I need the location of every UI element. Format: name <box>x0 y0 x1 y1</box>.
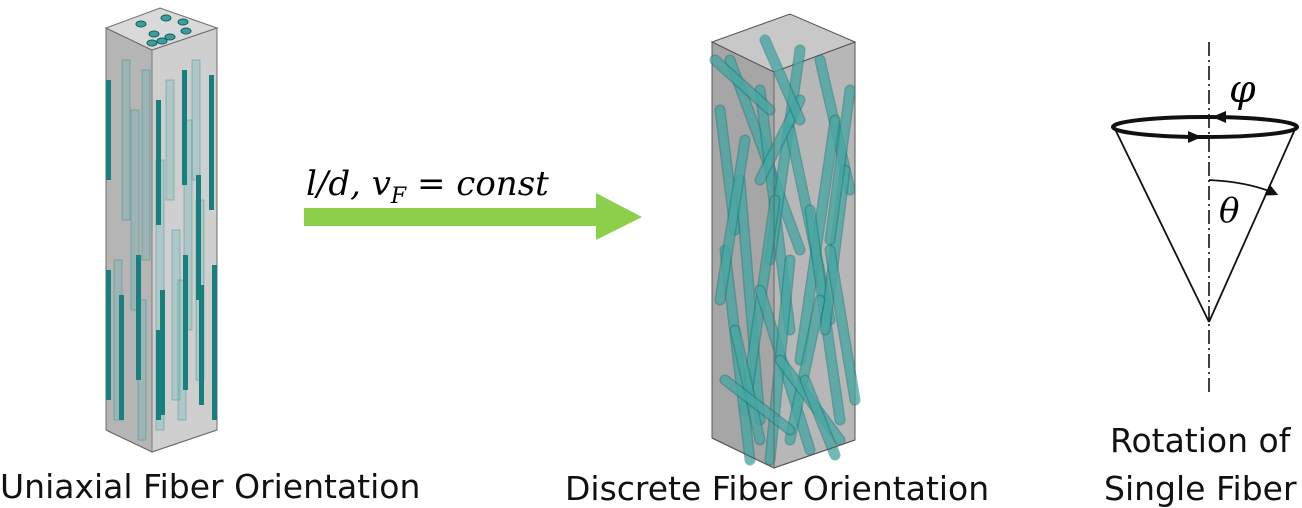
arrow-head <box>596 193 642 240</box>
faint-fiber <box>121 59 131 221</box>
discrete-top-face <box>710 13 857 73</box>
cone-right-edge <box>1208 126 1297 323</box>
uniaxial-fiber-ends <box>135 14 192 47</box>
phi-label: φ <box>1229 67 1256 111</box>
discrete-fiber <box>709 54 776 116</box>
uniaxial-column <box>104 7 219 453</box>
dark-fiber <box>156 100 161 225</box>
theta-arc <box>1208 179 1279 196</box>
discrete-fiber <box>824 244 861 406</box>
dark-fiber <box>136 255 141 380</box>
cone-left-edge <box>1113 126 1210 323</box>
discrete-column <box>709 13 861 469</box>
arrow-label: l/d, vF = const <box>306 164 549 209</box>
dark-fiber <box>182 70 187 185</box>
rotation-caption-line2: Single Fiber <box>1104 469 1297 508</box>
dark-fiber <box>106 270 111 400</box>
discrete-fiber <box>734 174 766 426</box>
discrete-fiber <box>714 134 751 306</box>
single-fiber-rotation: φ θ <box>1111 42 1299 392</box>
dark-fiber <box>119 295 124 420</box>
faint-fiber <box>171 229 181 401</box>
faint-fiber <box>191 59 201 181</box>
transition-arrow: l/d, vF = const <box>304 164 642 240</box>
discrete-fiber <box>759 34 806 126</box>
discrete-fibers <box>709 34 861 466</box>
phi-arrowhead-top <box>1212 111 1226 123</box>
dark-fiber <box>212 265 217 420</box>
faint-fiber <box>165 79 175 201</box>
uniaxial-caption: Uniaxial Fiber Orientation <box>0 467 421 506</box>
cone-rim <box>1111 115 1299 139</box>
discrete-caption: Discrete Fiber Orientation <box>565 469 990 508</box>
uniaxial-dark-fibers <box>106 70 217 420</box>
arrow-shaft <box>304 208 600 226</box>
discrete-fiber <box>799 374 841 461</box>
discrete-fiber <box>824 84 856 246</box>
discrete-fiber <box>784 294 826 446</box>
faint-fiber <box>141 69 151 261</box>
dark-fiber <box>199 285 204 405</box>
discrete-fiber <box>719 374 796 436</box>
dark-fiber <box>196 175 201 300</box>
dark-fiber <box>106 80 111 180</box>
dark-fiber <box>209 75 214 210</box>
dark-fiber <box>160 290 165 415</box>
dark-fiber <box>183 255 188 390</box>
phi-arrowhead-bottom <box>1188 131 1202 143</box>
discrete-fiber <box>729 324 766 446</box>
uniaxial-top-face <box>104 7 219 51</box>
theta-label: θ <box>1219 191 1239 231</box>
rotation-caption-line1: Rotation of <box>1110 421 1291 460</box>
dark-fiber <box>156 330 161 420</box>
faint-fiber <box>130 109 140 311</box>
